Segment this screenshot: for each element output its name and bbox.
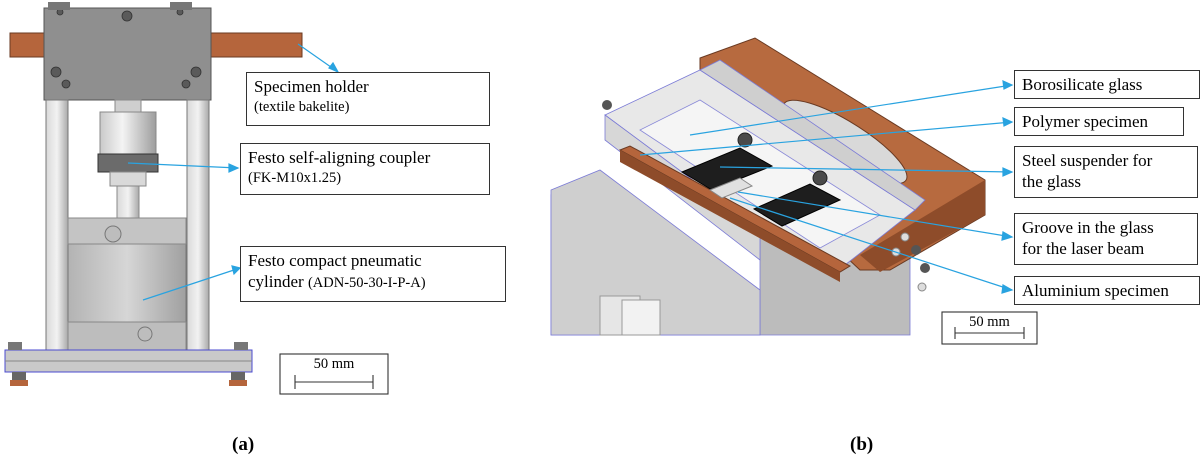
panel-a-scale-box <box>279 353 389 395</box>
panel-b-drawing <box>550 37 986 336</box>
cylinder-title-line1: Festo compact pneumatic <box>248 251 422 270</box>
callout-cylinder: Festo compact pneumatic cylinder (ADN-50… <box>240 246 506 302</box>
left-guide-rod <box>45 99 69 351</box>
callout-coupler: Festo self-aligning coupler (FK-M10x1.25… <box>240 143 490 195</box>
bakelite-strip <box>618 145 852 273</box>
callout-aluminium: Aluminium specimen <box>1014 276 1200 305</box>
panel-a-leaders <box>127 43 340 301</box>
leader-groove <box>737 191 1013 238</box>
leader-borosilicate <box>689 84 1013 136</box>
cylinder-title-line2: cylinder (ADN-50-30-I-P-A) <box>248 271 498 294</box>
callout-polymer: Polymer specimen <box>1014 107 1184 136</box>
leader-coupler <box>127 162 239 169</box>
callout-groove: Groove in the glass for the laser beam <box>1014 213 1198 265</box>
callout-specimen-holder: Specimen holder (textile bakelite) <box>246 72 490 126</box>
specimen-holder-title: Specimen holder <box>254 77 369 96</box>
leader-aluminium <box>729 197 1013 291</box>
panel-b-label: (b) <box>850 434 874 455</box>
leader-suspender <box>719 166 1013 173</box>
leader-cylinder <box>142 267 241 301</box>
polymer-text: Polymer specimen <box>1022 112 1149 131</box>
right-guide-rod <box>186 99 210 351</box>
suspender-line1: Steel suspender for <box>1022 151 1153 170</box>
polymer-specimen <box>680 147 774 191</box>
coupler-body <box>99 111 157 155</box>
leader-polymer <box>639 121 1013 156</box>
aluminium-text: Aluminium specimen <box>1022 281 1169 300</box>
panel-a-label: (a) <box>232 434 255 455</box>
specimen-holder-sub: (textile bakelite) <box>254 99 350 115</box>
panel-b-scale-box <box>941 311 1038 345</box>
coupler-title: Festo self-aligning coupler <box>248 148 431 167</box>
groove-line2: for the laser beam <box>1022 239 1145 258</box>
callout-suspender: Steel suspender for the glass <box>1014 146 1198 198</box>
cylinder-title-line2-text: cylinder <box>248 272 304 291</box>
panel-a-scale-label: 50 mm <box>313 356 355 372</box>
coupler-sub: (FK-M10x1.25) <box>248 170 342 186</box>
cylinder-sub: (ADN-50-30-I-P-A) <box>307 275 426 291</box>
panel-b-leaders <box>639 80 1014 294</box>
aluminium-specimen <box>752 183 842 227</box>
groove-line1: Groove in the glass <box>1022 218 1154 237</box>
panel-a-drawing <box>4 2 303 386</box>
suspender-line2: the glass <box>1022 172 1082 191</box>
borosilicate-text: Borosilicate glass <box>1022 75 1143 94</box>
panel-b-scale-label: 50 mm <box>969 314 1010 330</box>
callout-borosilicate: Borosilicate glass <box>1014 70 1200 99</box>
